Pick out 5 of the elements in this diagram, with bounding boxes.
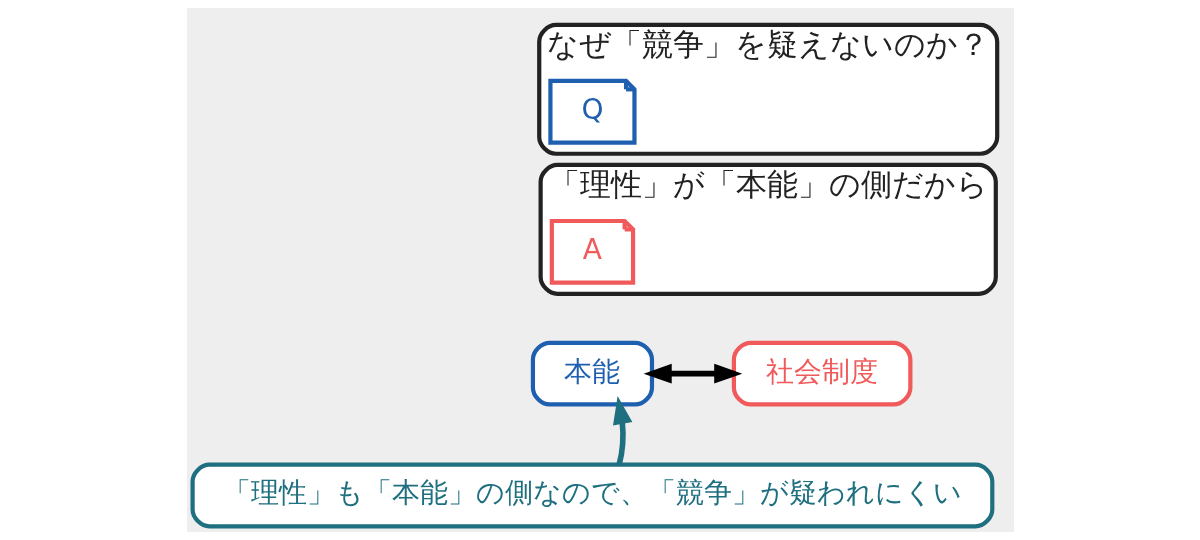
node-box: 「理性」も「本能」の側なので、「競争」が疑われにくい	[190, 462, 994, 529]
arrow	[643, 363, 742, 384]
node-box: 社会制度	[731, 340, 912, 407]
arrow	[612, 396, 632, 466]
node-box: 本能	[530, 340, 654, 407]
